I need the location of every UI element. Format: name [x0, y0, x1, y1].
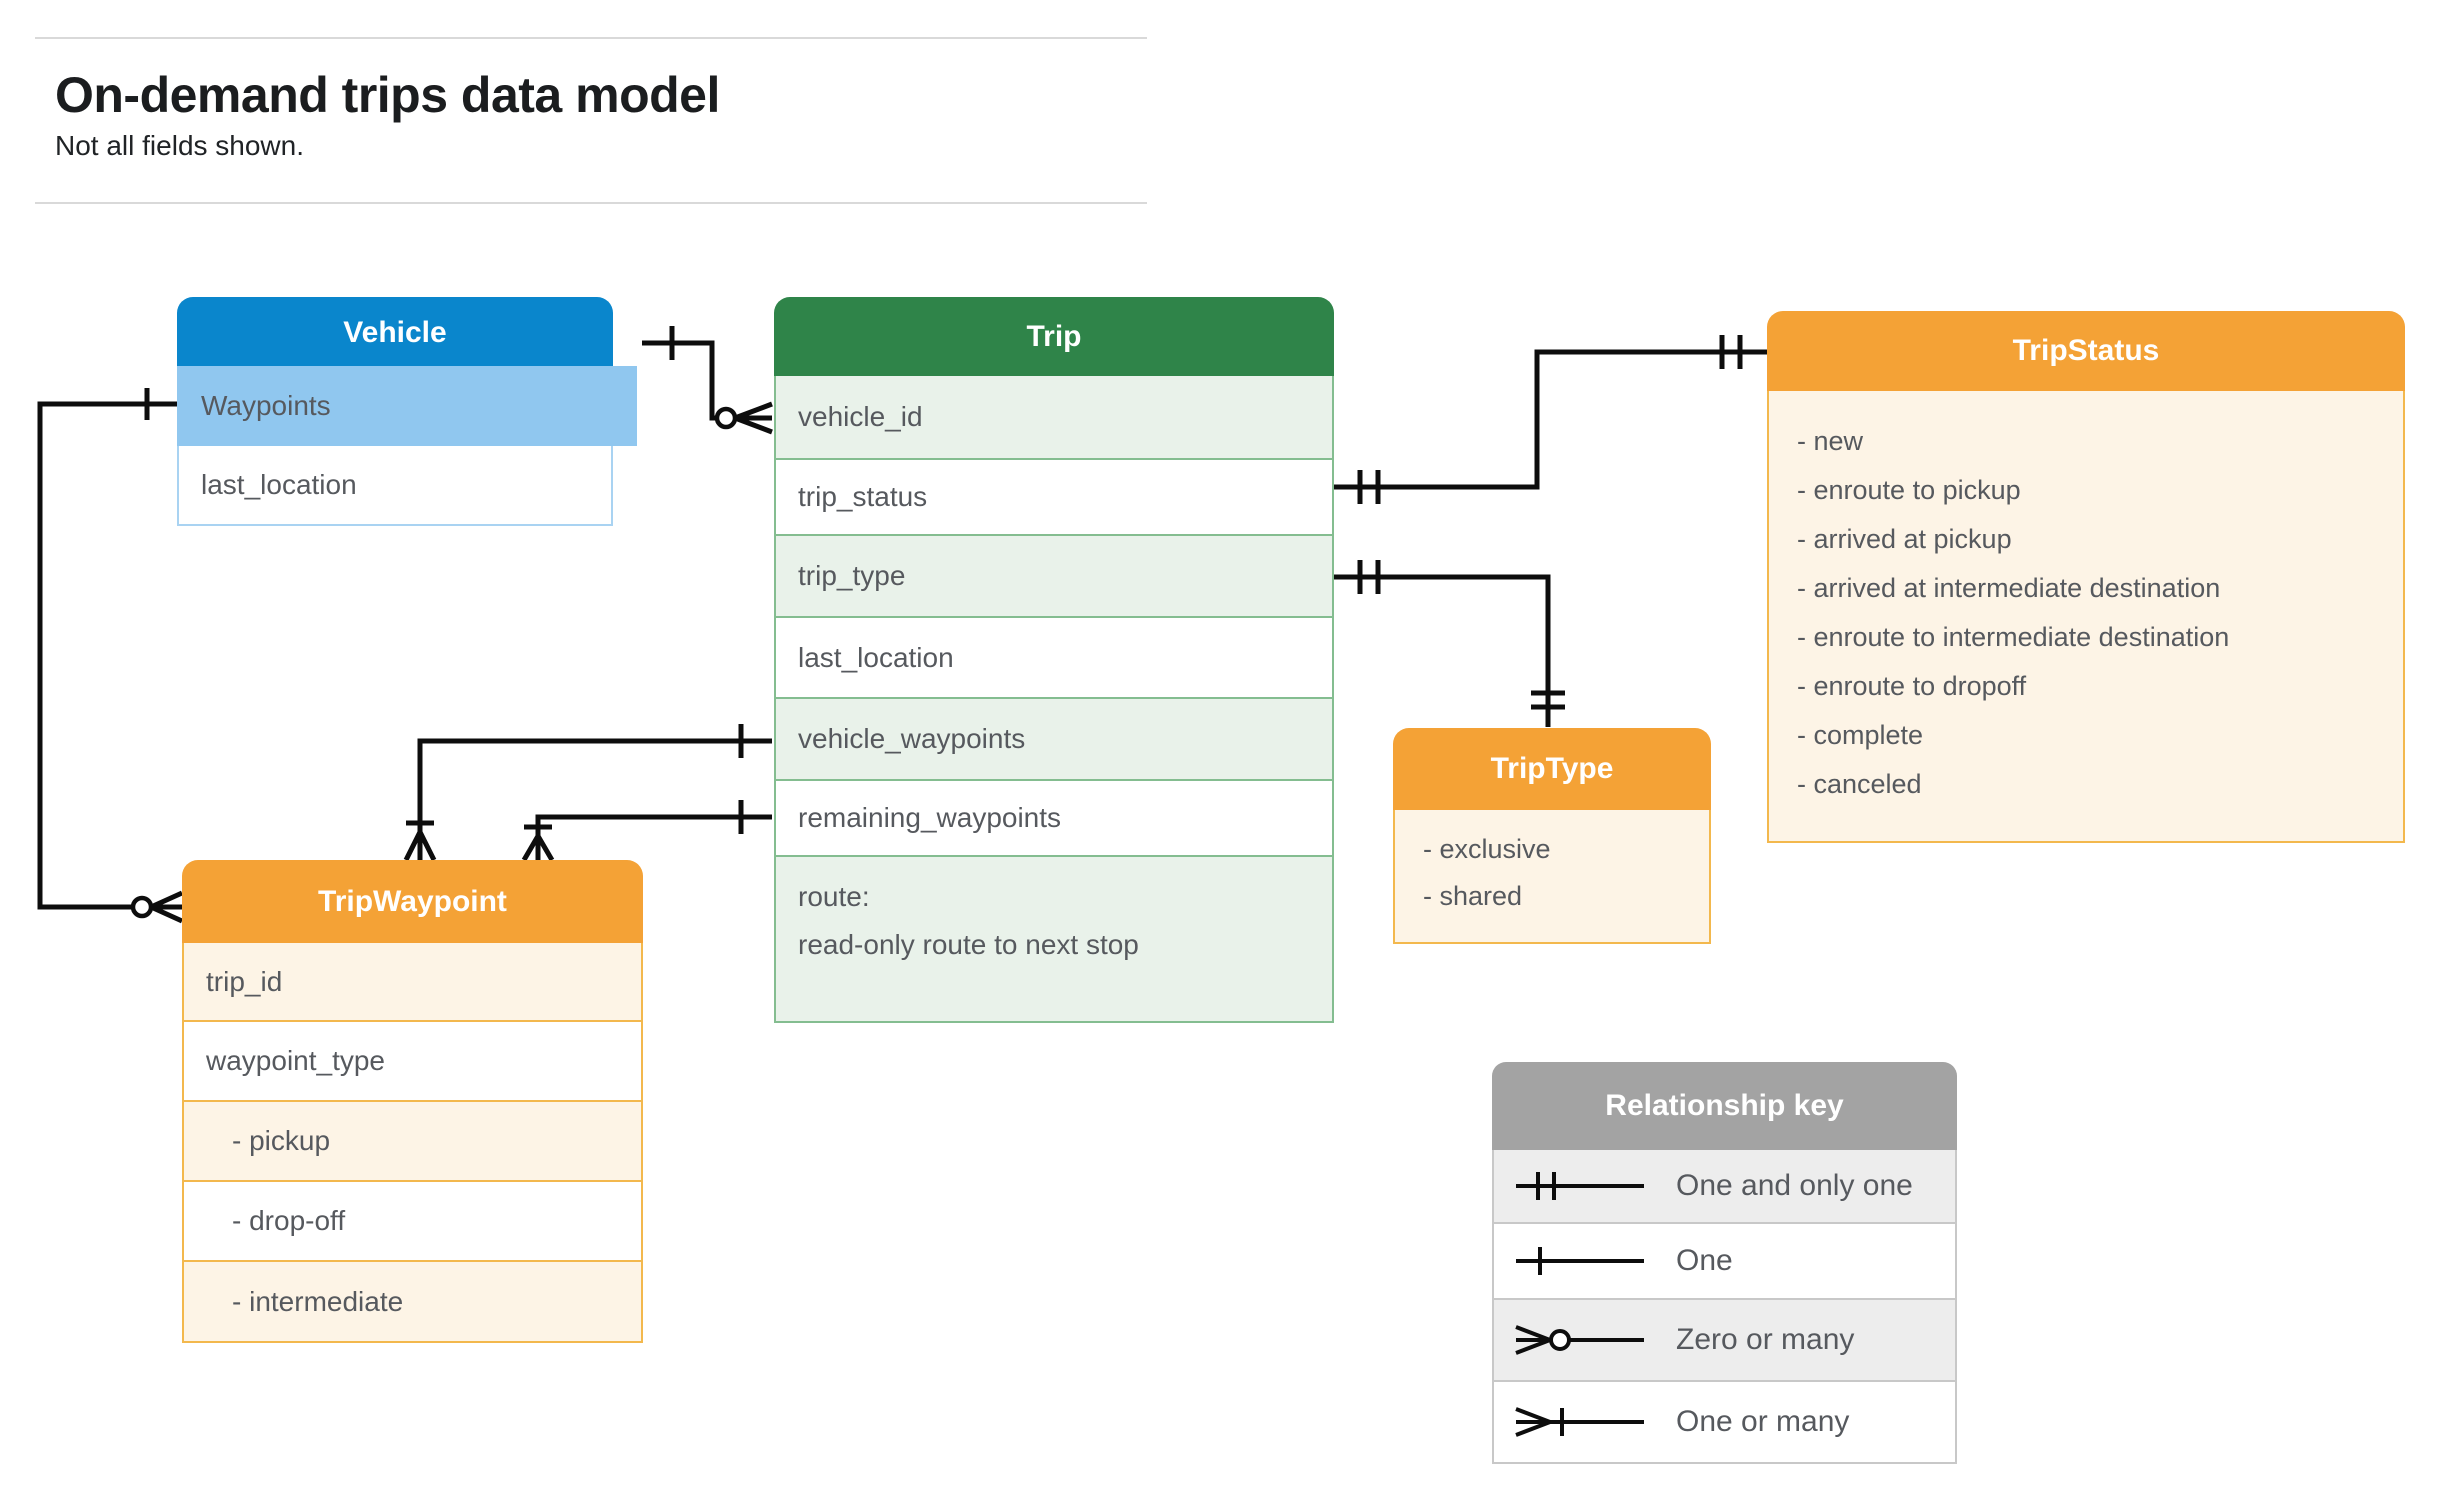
triptype-table-title: TripType — [1490, 752, 1614, 785]
tripstatus-value: - canceled — [1797, 769, 1922, 799]
tripstatus-value: - arrived at intermediate destination — [1797, 573, 2221, 603]
relationship-key-body: One and only one One Zero or many — [1492, 1150, 1957, 1464]
tripstatus-value: - arrived at pickup — [1797, 524, 2012, 554]
trip-row-vehicle-id: vehicle_id — [776, 376, 1332, 458]
vehicle-table: Vehicle Waypoints last_location — [177, 297, 637, 526]
tripwaypoint-row-drop-off: - drop-off — [184, 1180, 641, 1260]
connector-vehicle-waypoints-field-to-tripwaypoint — [403, 724, 772, 862]
tripwaypoint-table: TripWaypoint trip_id waypoint_type - pic… — [182, 860, 643, 1343]
header-divider — [35, 202, 1147, 204]
trip-row-route-description: read-only route to next stop — [798, 929, 1139, 960]
trip-row-vehicle-waypoints-label: vehicle_waypoints — [798, 723, 1026, 754]
tripstatus-value: - enroute to intermediate destination — [1797, 622, 2230, 652]
top-divider — [35, 37, 1147, 39]
one-icon — [1516, 1247, 1644, 1275]
vehicle-row-waypoints: Waypoints — [177, 366, 637, 446]
trip-row-remaining-waypoints: remaining_waypoints — [776, 779, 1332, 855]
triptype-table: TripType - exclusive - shared — [1393, 728, 1711, 944]
page-title: On-demand trips data model — [55, 67, 720, 123]
tripwaypoint-row-intermediate: - intermediate — [184, 1260, 641, 1341]
legend-row-one: One — [1494, 1222, 1955, 1298]
trip-table: Trip vehicle_id trip_status trip_type la… — [774, 297, 1334, 1023]
trip-row-route-label: route: — [798, 881, 870, 912]
one-and-only-one-icon — [1516, 1172, 1644, 1200]
legend-row-zero-or-many: Zero or many — [1494, 1298, 1955, 1380]
trip-table-header: Trip — [774, 297, 1334, 376]
tripwaypoint-row-intermediate-label: - intermediate — [232, 1285, 404, 1317]
tripstatus-value: - enroute to pickup — [1797, 475, 2021, 505]
connector-vehicle-waypoints-to-tripwaypoint — [37, 388, 184, 924]
tripwaypoint-row-waypoint-type-label: waypoint_type — [206, 1045, 386, 1076]
connector-trip-status-to-tripstatus — [1334, 335, 1767, 504]
legend-label-one: One — [1676, 1244, 1733, 1277]
tripwaypoint-row-drop-off-label: - drop-off — [232, 1205, 346, 1236]
trip-row-last-location: last_location — [776, 616, 1332, 697]
triptype-value: - shared — [1423, 881, 1523, 911]
tripstatus-value: - new — [1797, 426, 1864, 456]
trip-row-trip-type-label: trip_type — [798, 560, 906, 591]
trip-row-route: route: read-only route to next stop — [776, 855, 1332, 1021]
tripstatus-table-header: TripStatus — [1767, 311, 2405, 391]
tripstatus-table-title: TripStatus — [2012, 334, 2160, 367]
tripwaypoint-row-trip-id-label: trip_id — [206, 965, 283, 997]
tripwaypoint-table-title: TripWaypoint — [318, 884, 507, 918]
vehicle-table-title: Vehicle — [343, 315, 447, 349]
one-or-many-icon — [1515, 1407, 1644, 1437]
connector-trip-type-to-triptype — [1334, 560, 1565, 727]
vehicle-table-header: Vehicle — [177, 297, 613, 368]
vehicle-row-waypoints-label: Waypoints — [201, 390, 331, 421]
legend-label-one-and-only-one: One and only one — [1676, 1169, 1913, 1202]
legend-label-one-or-many: One or many — [1676, 1405, 1850, 1438]
page-subtitle: Not all fields shown. — [55, 130, 305, 161]
vehicle-row-last-location: last_location — [179, 446, 611, 524]
trip-row-remaining-waypoints-label: remaining_waypoints — [798, 802, 1062, 833]
triptype-table-header: TripType — [1393, 728, 1711, 810]
tripstatus-value: - enroute to dropoff — [1797, 671, 2027, 701]
tripwaypoint-row-pickup-label: - pickup — [232, 1125, 331, 1156]
tripstatus-values-panel: - new - enroute to pickup - arrived at p… — [1767, 391, 2405, 843]
connector-remaining-waypoints-to-tripwaypoint — [521, 800, 772, 862]
legend-label-zero-or-many: Zero or many — [1676, 1323, 1855, 1356]
vehicle-row-last-location-label: last_location — [201, 469, 357, 500]
connector-vehicle-to-trip — [642, 326, 773, 435]
relationship-key: Relationship key One and only one One — [1492, 1062, 1957, 1464]
tripwaypoint-table-body: trip_id waypoint_type - pickup - drop-of… — [182, 943, 643, 1343]
tripwaypoint-row-trip-id: trip_id — [184, 943, 641, 1020]
trip-table-title: Trip — [1026, 319, 1082, 353]
tripwaypoint-row-pickup: - pickup — [184, 1100, 641, 1180]
relationship-key-header: Relationship key — [1492, 1062, 1957, 1150]
trip-row-trip-status: trip_status — [776, 458, 1332, 534]
trip-row-trip-status-label: trip_status — [798, 481, 928, 512]
legend-row-one-or-many: One or many — [1494, 1380, 1955, 1462]
zero-or-many-icon — [1515, 1325, 1644, 1355]
tripstatus-value: - complete — [1797, 720, 1924, 750]
trip-row-trip-type: trip_type — [776, 534, 1332, 616]
triptype-value: - exclusive — [1423, 834, 1551, 864]
trip-row-vehicle-waypoints: vehicle_waypoints — [776, 697, 1332, 779]
tripstatus-table: TripStatus - new - enroute to pickup - a… — [1767, 311, 2405, 843]
trip-row-last-location-label: last_location — [798, 641, 954, 673]
triptype-values-panel: - exclusive - shared — [1393, 810, 1711, 944]
trip-row-vehicle-id-label: vehicle_id — [798, 401, 923, 432]
relationship-key-title: Relationship key — [1605, 1089, 1844, 1122]
tripwaypoint-table-header: TripWaypoint — [182, 860, 643, 943]
tripwaypoint-row-waypoint-type: waypoint_type — [184, 1020, 641, 1100]
vehicle-table-body: Waypoints last_location — [177, 366, 637, 526]
legend-row-one-and-only-one: One and only one — [1494, 1150, 1955, 1222]
trip-table-body: vehicle_id trip_status trip_type last_lo… — [774, 376, 1334, 1023]
